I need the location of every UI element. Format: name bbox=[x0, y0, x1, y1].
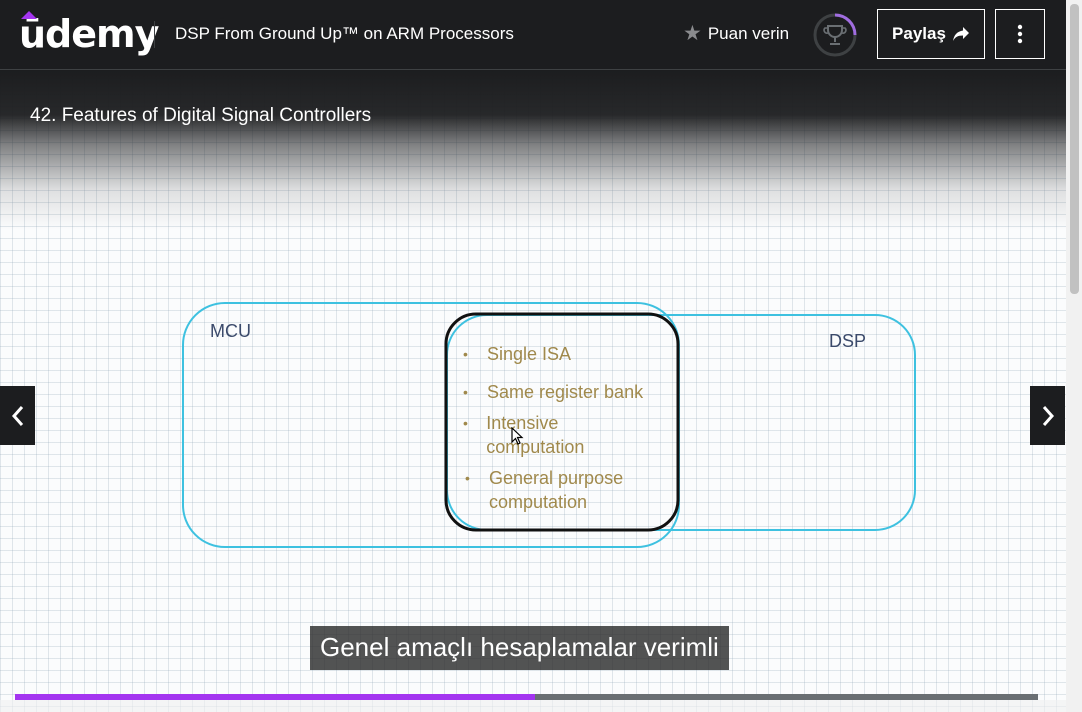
mouse-cursor-icon bbox=[511, 427, 524, 445]
list-item: • Single ISA bbox=[463, 342, 672, 366]
page-scrollbar[interactable] bbox=[1066, 0, 1082, 712]
previous-lecture-button[interactable] bbox=[0, 386, 35, 445]
feature-text: Intensive computation bbox=[486, 413, 585, 457]
bullet-dot: • bbox=[463, 384, 468, 400]
course-progress[interactable] bbox=[812, 12, 858, 58]
list-item: • Same register bank bbox=[463, 380, 672, 404]
more-options-button[interactable] bbox=[995, 9, 1045, 59]
feature-text: General purpose computation bbox=[489, 468, 624, 512]
controls-strip bbox=[0, 700, 1066, 712]
bullet-dot: • bbox=[463, 415, 468, 431]
course-title[interactable]: DSP From Ground Up™ on ARM Processors bbox=[175, 24, 514, 43]
logo-accent bbox=[21, 11, 37, 19]
lecture-title: 42. Features of Digital Signal Controlle… bbox=[30, 105, 372, 126]
chevron-left-icon bbox=[11, 405, 23, 426]
next-lecture-button[interactable] bbox=[1030, 386, 1065, 445]
header-divider bbox=[154, 21, 155, 48]
star-icon: ★ bbox=[683, 22, 702, 45]
top-header: ūdemy DSP From Ground Up™ on ARM Process… bbox=[0, 0, 1066, 70]
bullet-dot: • bbox=[465, 470, 470, 486]
share-button[interactable]: Paylaş bbox=[877, 9, 985, 59]
dsp-label: DSP bbox=[829, 331, 867, 351]
rate-button[interactable]: ★ Puan verin bbox=[683, 23, 789, 44]
trophy-icon bbox=[813, 13, 857, 57]
title-overlay bbox=[0, 70, 1066, 230]
brand-name: ūdemy bbox=[19, 12, 159, 56]
venn-diagram bbox=[182, 302, 916, 548]
video-player[interactable]: 42. Features of Digital Signal Controlle… bbox=[0, 70, 1066, 712]
intersection-box bbox=[444, 312, 680, 532]
seek-progress bbox=[15, 694, 535, 700]
feature-text: Same register bank bbox=[487, 382, 644, 402]
list-item: • General purpose computation bbox=[465, 466, 655, 514]
scrollbar-thumb[interactable] bbox=[1070, 4, 1079, 294]
list-item: • Intensive computation bbox=[463, 411, 593, 459]
kebab-menu-icon bbox=[1017, 24, 1023, 44]
bullet-dot: • bbox=[463, 346, 468, 362]
subtitle-caption: Genel amaçlı hesaplamalar verimli bbox=[310, 626, 729, 670]
feature-text: Single ISA bbox=[487, 344, 572, 364]
seek-bar[interactable] bbox=[15, 694, 1038, 700]
share-label: Paylaş bbox=[892, 24, 946, 43]
udemy-logo[interactable]: ūdemy bbox=[19, 11, 159, 56]
mcu-label: MCU bbox=[210, 321, 251, 341]
chevron-right-icon bbox=[1042, 405, 1054, 426]
rate-label: Puan verin bbox=[707, 23, 790, 43]
share-arrow-icon bbox=[952, 27, 969, 41]
